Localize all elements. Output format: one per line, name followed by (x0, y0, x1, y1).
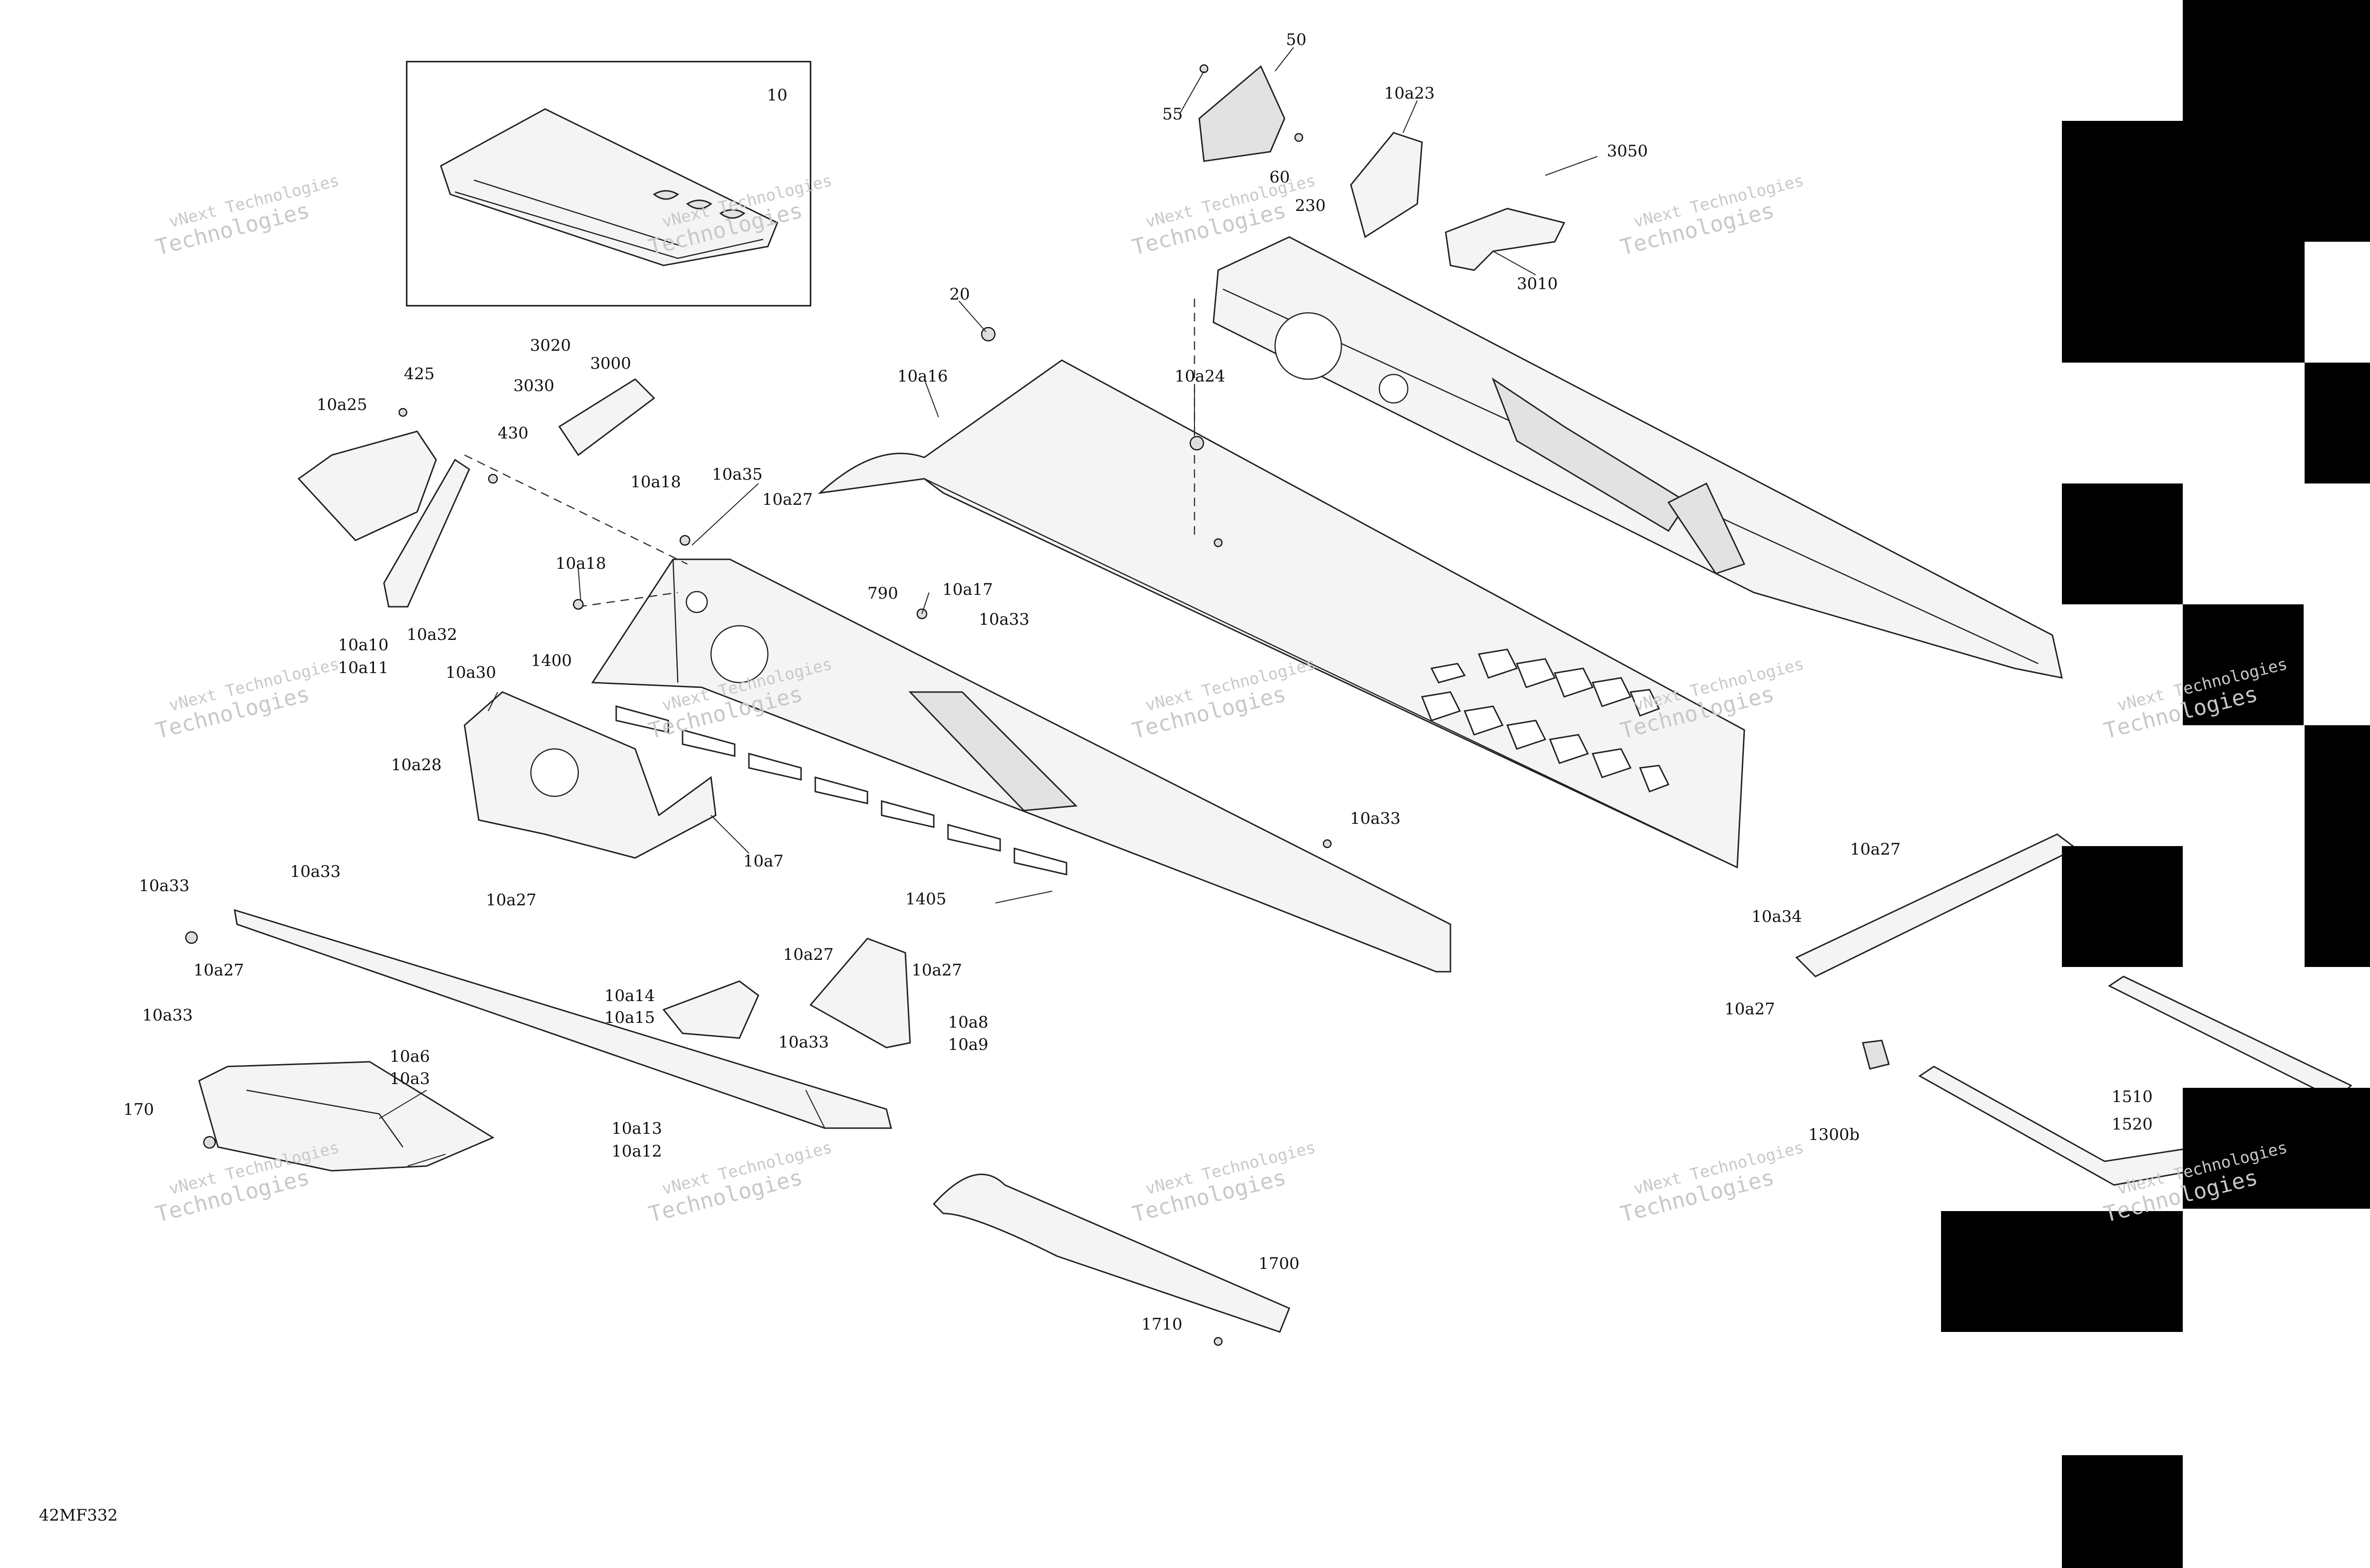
callout-10a14: 10a14 (604, 986, 655, 1005)
footrest-bar (932, 1174, 1290, 1333)
callout-10a27-rear-top: 10a27 (1850, 840, 1901, 859)
front-skid-assembly (198, 909, 892, 1172)
callout-10a33-rail: 10a33 (290, 862, 341, 881)
callout-10a12: 10a12 (611, 1142, 662, 1161)
callout-10a18-lower: 10a18 (556, 554, 606, 573)
masking-blocks (1941, 0, 2370, 1568)
bracket-10a14 (662, 980, 759, 1039)
callout-10a27-skid: 10a27 (193, 961, 244, 980)
inset-tunnel-shape (440, 108, 778, 266)
callout-10a11: 10a11 (338, 658, 389, 677)
rail-10a34 (1795, 833, 2078, 977)
callout-1300b: 1300b (1808, 1125, 1860, 1144)
callout-3000: 3000 (590, 354, 631, 373)
callout-10a24: 10a24 (1175, 367, 1225, 386)
callout-230: 230 (1295, 196, 1326, 215)
rail-10a13 (234, 909, 892, 1129)
bracket-3000 (558, 378, 656, 456)
skid-plate-10a6 (198, 1061, 495, 1172)
callout-10a23: 10a23 (1384, 84, 1435, 103)
callout-1710: 1710 (1141, 1315, 1183, 1334)
callout-10a33-far-left: 10a33 (139, 876, 190, 895)
callout-10a15: 10a15 (604, 1008, 655, 1027)
callout-1520: 1520 (2112, 1115, 2153, 1134)
callout-10a33-right: 10a33 (1350, 809, 1401, 828)
callout-60: 60 (1269, 168, 1290, 187)
footrest-1700 (932, 1174, 1290, 1333)
bracket-10a8 (809, 938, 911, 1048)
block-1300b (1862, 1039, 1890, 1070)
callout-10a35: 10a35 (712, 465, 763, 484)
plate-10a28 (464, 691, 717, 859)
callout-10a17: 10a17 (942, 580, 993, 599)
callout-10a3: 10a3 (390, 1069, 430, 1088)
left-side-vent (908, 691, 1078, 811)
callout-10a33-lower: 10a33 (778, 1033, 829, 1052)
callout-10a27-top: 10a27 (762, 490, 813, 509)
callout-1400: 1400 (531, 651, 572, 670)
leader-lines (379, 47, 1598, 1167)
callout-10a9: 10a9 (948, 1035, 988, 1054)
callout-10a8: 10a8 (948, 1013, 988, 1032)
plate-50 (1198, 65, 1285, 162)
callout-10: 10 (767, 86, 787, 105)
gusset-plate (464, 691, 717, 859)
callout-430: 430 (498, 424, 529, 443)
callout-3020: 3020 (530, 336, 571, 355)
callout-3030: 3030 (513, 376, 555, 395)
callout-3010: 3010 (1517, 274, 1558, 293)
callout-labels: 10 50 55 60 230 10a23 3050 3010 20 10a16… (123, 30, 2153, 1334)
callout-10a7: 10a7 (743, 852, 784, 871)
callout-1510: 1510 (2112, 1087, 2153, 1106)
rail-upper-right (2108, 975, 2352, 1101)
callout-10a32: 10a32 (407, 625, 457, 644)
callout-3050: 3050 (1607, 142, 1648, 161)
callout-10a6: 10a6 (390, 1047, 430, 1066)
inset-frame (406, 61, 811, 307)
callout-20: 20 (949, 285, 970, 304)
bracket-3010 (1445, 208, 1566, 271)
callout-10a25: 10a25 (317, 395, 367, 414)
callout-790: 790 (867, 584, 898, 603)
running-board-slots (615, 705, 1067, 875)
callout-10a27-bracket: 10a27 (783, 945, 834, 964)
callout-10a16: 10a16 (897, 367, 948, 386)
centre-small-brackets (662, 938, 911, 1048)
callout-10a27-rear-bottom: 10a27 (1724, 1000, 1775, 1019)
fasteners (185, 64, 1332, 1346)
callout-10a33-centre: 10a33 (979, 610, 1030, 629)
callout-1700: 1700 (1258, 1254, 1300, 1273)
callout-10a18-upper: 10a18 (630, 473, 681, 492)
callout-55: 55 (1162, 105, 1183, 124)
main-tunnel (464, 236, 2063, 973)
callout-1405: 1405 (905, 890, 947, 909)
callout-50: 50 (1286, 30, 1306, 49)
callout-10a27-bracket-right: 10a27 (912, 961, 962, 980)
top-brackets (1198, 65, 1566, 271)
callout-10a13: 10a13 (611, 1119, 662, 1138)
callout-10a28: 10a28 (391, 756, 442, 775)
callout-170: 170 (123, 1100, 154, 1119)
callout-10a10: 10a10 (338, 636, 389, 655)
support-10a10 (383, 458, 470, 608)
tunnel-cooler-slots (1421, 648, 1670, 793)
callout-10a33-skid: 10a33 (142, 1006, 193, 1025)
callout-10a34: 10a34 (1751, 907, 1802, 926)
bracket-10a23 (1350, 132, 1423, 238)
front-left-brackets (297, 378, 656, 608)
bracket-10a25 (297, 430, 437, 541)
callout-10a27-left: 10a27 (486, 891, 537, 910)
callout-10a30: 10a30 (446, 663, 496, 682)
inset-assembly (406, 61, 811, 307)
callout-425: 425 (404, 365, 435, 383)
drawing-code: 42MF332 (39, 1506, 118, 1525)
